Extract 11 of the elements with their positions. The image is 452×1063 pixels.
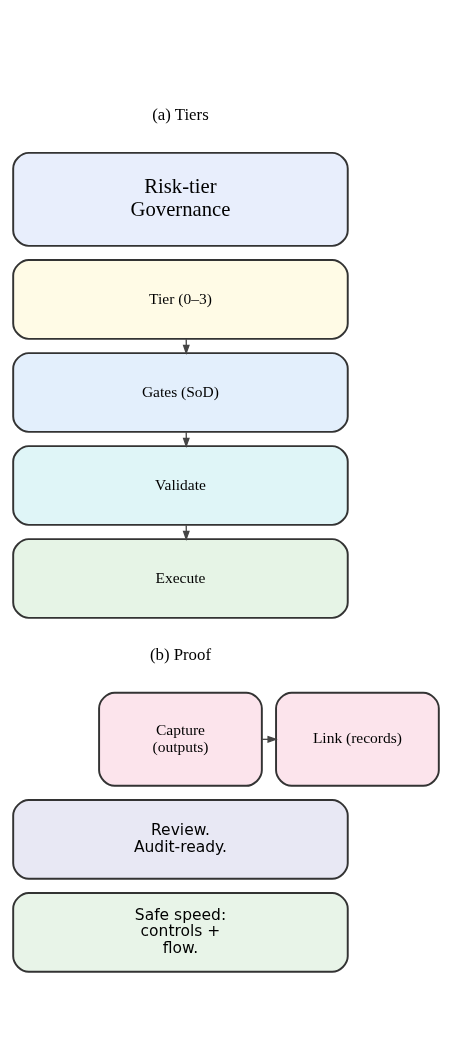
node-box: Risk-tier Governance	[12, 151, 349, 247]
label: (a) Tiers	[152, 104, 209, 124]
node-box: Link (records)	[275, 691, 440, 787]
label: (b) Proof	[149, 644, 211, 664]
node-box: Review. Audit-ready.	[12, 798, 349, 880]
node-box: Validate	[12, 444, 349, 526]
node-box: Capture (outputs)	[98, 691, 263, 787]
node-box: Safe speed: controls + flow.	[12, 891, 349, 973]
node-box: Tier (0–3)	[12, 258, 349, 340]
node-box: Execute	[12, 537, 349, 619]
node-box: Gates (SoD)	[12, 351, 349, 433]
